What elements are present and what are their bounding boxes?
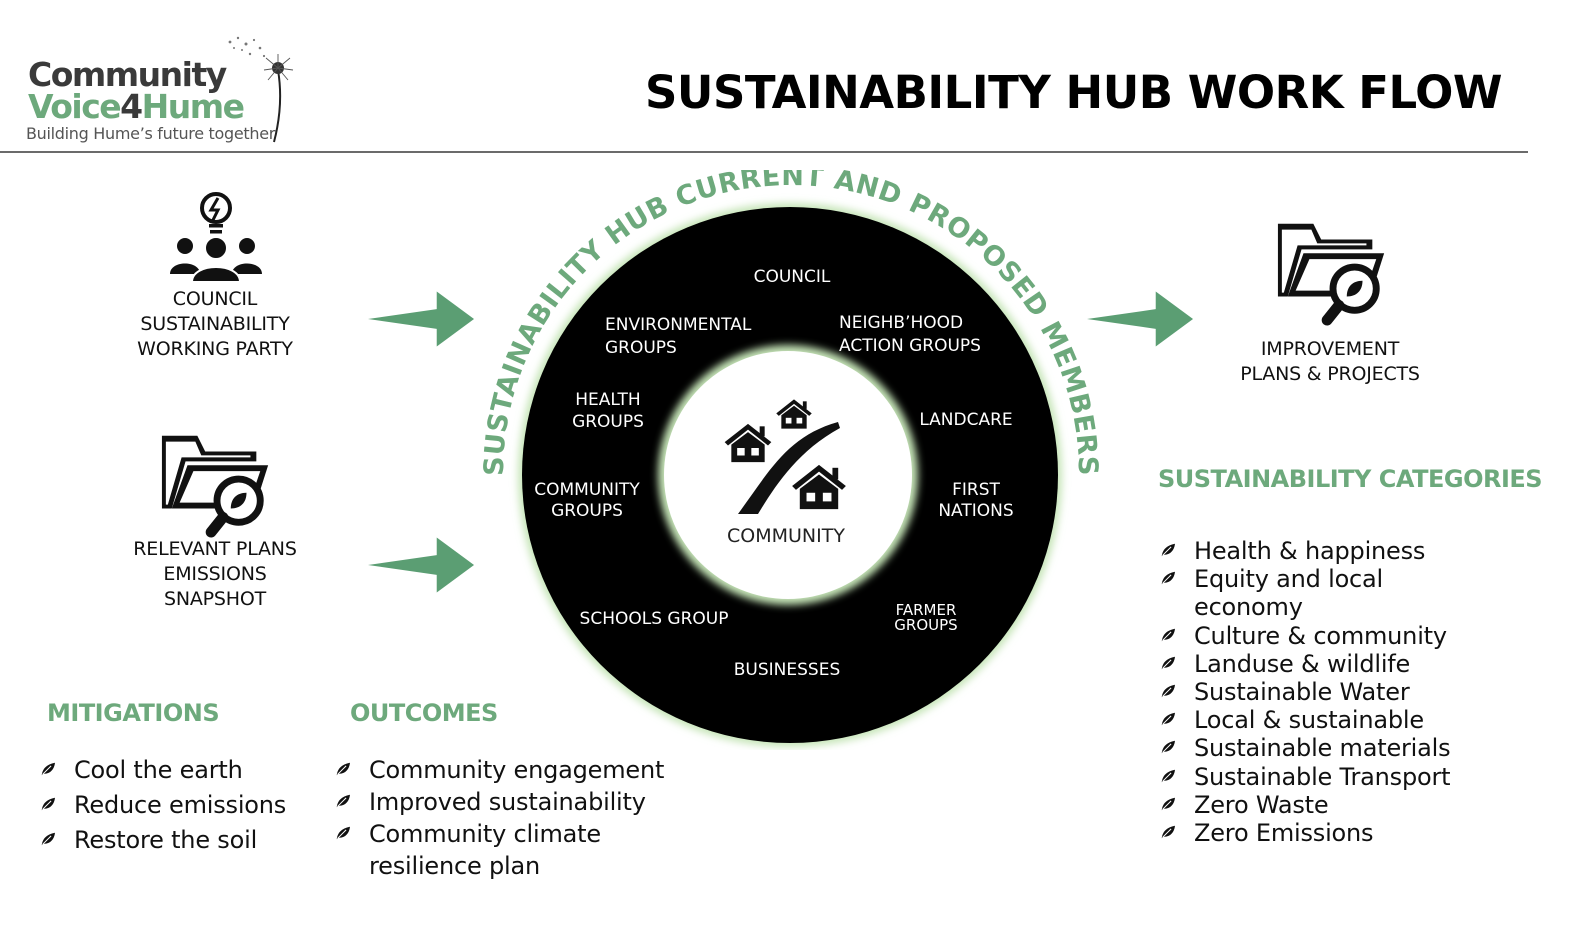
lightbulb-people-icon — [170, 192, 262, 282]
member-landcare: LANDCARE — [919, 410, 1012, 430]
leaf-bullet-icon — [40, 832, 56, 846]
folder-search-icon — [158, 422, 276, 540]
member-environmental-1: ENVIRONMENTAL — [605, 315, 752, 335]
member-first-nations-2: NATIONS — [938, 501, 1013, 521]
leaf-bullet-icon — [1160, 656, 1176, 670]
member-community-1: COMMUNITY — [534, 480, 640, 500]
list-item: Community climate — [331, 818, 664, 850]
member-farmer-1: FARMER — [896, 601, 957, 619]
leaf-bullet-icon — [1160, 825, 1176, 839]
logo-line-1: Community — [28, 55, 227, 94]
member-health-2: GROUPS — [572, 412, 644, 432]
list-item: Zero Emissions — [1156, 819, 1450, 847]
improvement-plans-label: IMPROVEMENT PLANS & PROJECTS — [1240, 338, 1420, 385]
member-health-1: HEALTH — [575, 390, 640, 410]
arrow-right-icon — [368, 289, 476, 349]
outcomes-list: Community engagement Improved sustainabi… — [331, 754, 664, 882]
folder-search-icon — [1274, 210, 1392, 328]
leaf-bullet-icon — [40, 797, 56, 811]
member-schools: SCHOOLS GROUP — [580, 609, 729, 629]
header-divider — [0, 151, 1528, 153]
list-item: Equity and local — [1156, 565, 1450, 593]
leaf-bullet-icon — [1160, 543, 1176, 557]
leaf-bullet-icon — [40, 762, 56, 776]
list-item: Improved sustainability — [331, 786, 664, 818]
member-neighbourhood-1: NEIGHB’HOOD — [839, 313, 963, 333]
mitigations-list: Cool the earth Reduce emissions Restore … — [36, 753, 286, 858]
list-item: Sustainable materials — [1156, 734, 1451, 762]
categories-list: Health & happiness Equity and local econ… — [1156, 537, 1451, 847]
outcomes-heading: OUTCOMES — [350, 699, 498, 727]
leaf-bullet-icon — [335, 826, 351, 840]
relevant-plans-label: RELEVANT PLANS EMISSIONS SNAPSHOT — [133, 538, 297, 610]
member-businesses: BUSINESSES — [734, 660, 840, 680]
list-item: Sustainable Water — [1156, 678, 1450, 706]
hub-center-label: COMMUNITY — [727, 525, 845, 547]
list-item: Restore the soil — [36, 823, 286, 858]
leaf-bullet-icon — [1160, 797, 1176, 811]
logo-tagline: Building Hume’s future together — [26, 124, 276, 143]
arrow-right-icon — [368, 535, 476, 595]
list-item: Zero Waste — [1156, 791, 1450, 819]
list-item: Cool the earth — [36, 753, 286, 788]
member-environmental-2: GROUPS — [605, 338, 677, 358]
mitigations-heading: MITIGATIONS — [47, 699, 220, 727]
leaf-bullet-icon — [335, 794, 351, 808]
list-item: Culture & community — [1156, 622, 1450, 650]
logo-line-2: Voice4Hume — [28, 87, 245, 126]
member-farmer-2: GROUPS — [894, 616, 957, 634]
leaf-bullet-icon — [335, 762, 351, 776]
list-item-continuation: resilience plan — [369, 852, 541, 880]
community-illustration — [725, 399, 846, 514]
list-item: Community engagement — [331, 754, 664, 786]
community-voice-logo: Community Voice4Hume Building Hume’s fut… — [24, 34, 314, 149]
list-item: Sustainable Transport — [1156, 763, 1451, 791]
member-council: COUNCIL — [754, 267, 831, 287]
page-title: SUSTAINABILITY HUB WORK FLOW — [645, 66, 1502, 119]
list-item: Reduce emissions — [36, 788, 286, 823]
list-item: Local & sustainable — [1156, 706, 1450, 734]
leaf-bullet-icon — [1160, 712, 1176, 726]
member-first-nations-1: FIRST — [952, 480, 1000, 500]
dandelion-icon — [228, 36, 294, 143]
categories-heading: SUSTAINABILITY CATEGORIES — [1158, 465, 1543, 493]
member-community-2: GROUPS — [551, 501, 623, 521]
road-icon — [738, 422, 840, 514]
list-item: Health & happiness — [1156, 537, 1450, 565]
leaf-bullet-icon — [1160, 684, 1176, 698]
list-item-continuation: economy — [1194, 593, 1303, 622]
list-item: Landuse & wildlife — [1156, 650, 1450, 678]
leaf-bullet-icon — [1160, 628, 1176, 642]
working-party-label: COUNCIL SUSTAINABILITY WORKING PARTY — [137, 288, 293, 360]
hub-diagram: SUSTAINABILITY HUB CURRENT AND PROPOSED … — [479, 170, 1103, 747]
leaf-bullet-icon — [1160, 769, 1176, 783]
member-neighbourhood-2: ACTION GROUPS — [839, 336, 981, 356]
leaf-bullet-icon — [1160, 571, 1176, 585]
hub-inner-circle — [664, 351, 912, 599]
leaf-bullet-icon — [1160, 740, 1176, 754]
